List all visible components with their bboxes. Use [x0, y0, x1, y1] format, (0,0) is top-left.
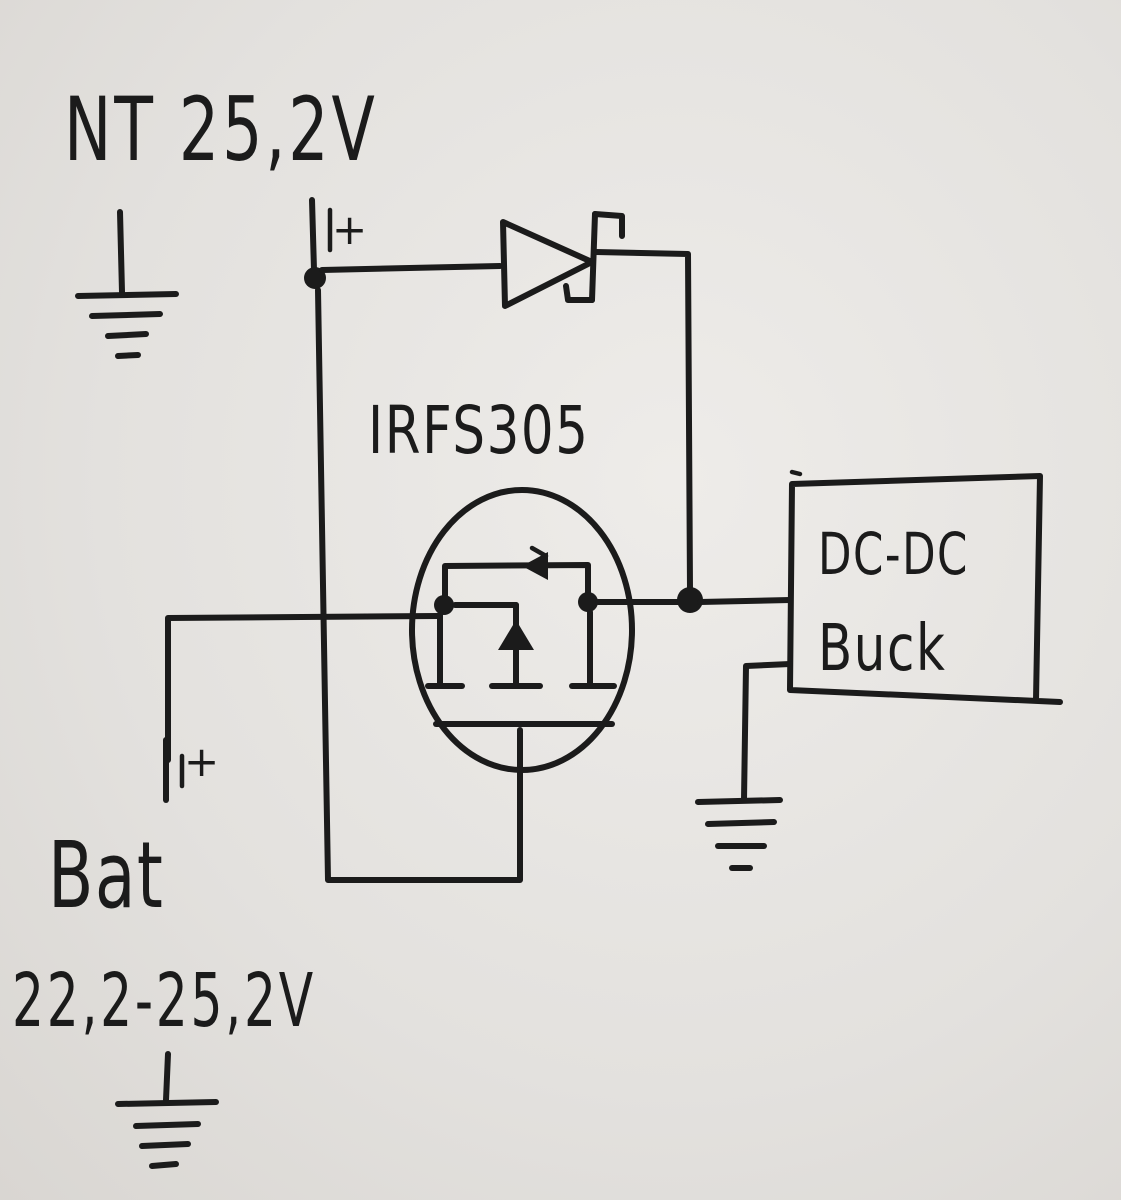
converter-box: [787, 473, 1063, 705]
ground-symbol-battery: [115, 1051, 219, 1169]
mosfet-package-outline: [409, 487, 635, 773]
mosfet-part-label: IRFS305: [368, 392, 590, 469]
wire-converter-ground: [741, 661, 793, 803]
battery-plus-mark: +: [184, 737, 219, 786]
mosfet-symbol: [425, 545, 617, 727]
battery-label: Bat: [48, 822, 165, 929]
diode-symbol: [500, 211, 625, 309]
wire-input-to-diode: [319, 263, 503, 273]
ground-symbol-converter: [695, 797, 783, 871]
converter-label-line1: DC-DC: [818, 520, 969, 588]
input-source-label: NT 25,2V: [64, 78, 378, 181]
input-connector: [309, 197, 333, 273]
input-plus-mark: +: [332, 205, 367, 254]
battery-voltage-label: 22,2-25,2V: [12, 958, 316, 1044]
ground-symbol-input: [75, 209, 179, 359]
wire-diode-to-output: [593, 249, 693, 593]
wire-gate-loop: [315, 287, 523, 883]
output-junction-node: [677, 587, 703, 613]
battery-connector: [163, 737, 185, 803]
converter-label-line2: Buck: [818, 612, 947, 686]
wire-battery-to-source: [165, 613, 441, 763]
wire-output-to-converter: [697, 597, 793, 605]
